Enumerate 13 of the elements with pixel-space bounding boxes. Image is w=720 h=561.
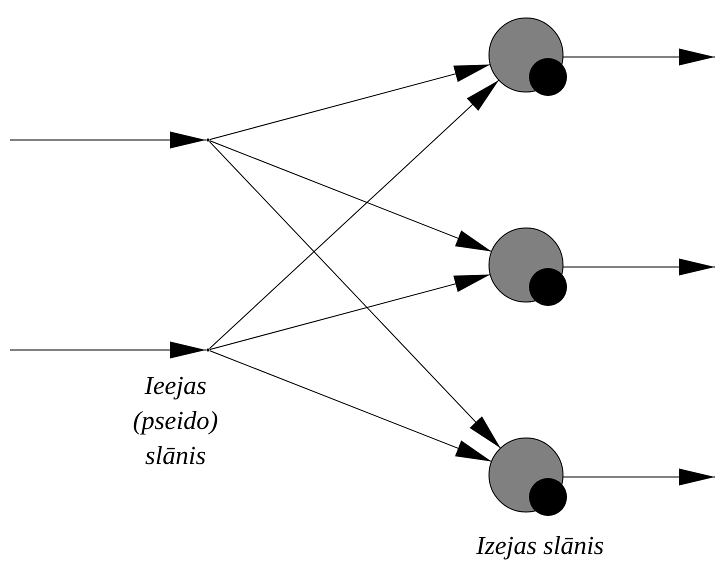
arrow: [10, 132, 206, 148]
arrow: [208, 140, 502, 449]
arrow: [209, 64, 491, 140]
arrow: [209, 274, 491, 350]
arrow: [562, 48, 716, 66]
layer-label: Ieejas (pseido) slānis: [132, 370, 220, 472]
arrow: [209, 140, 492, 252]
arrow: [209, 350, 492, 462]
arrow: [562, 468, 716, 486]
arrow: [10, 342, 206, 358]
layer-label: Izejas slānis: [475, 530, 605, 561]
arrow: [562, 258, 716, 276]
arrow: [208, 80, 500, 350]
